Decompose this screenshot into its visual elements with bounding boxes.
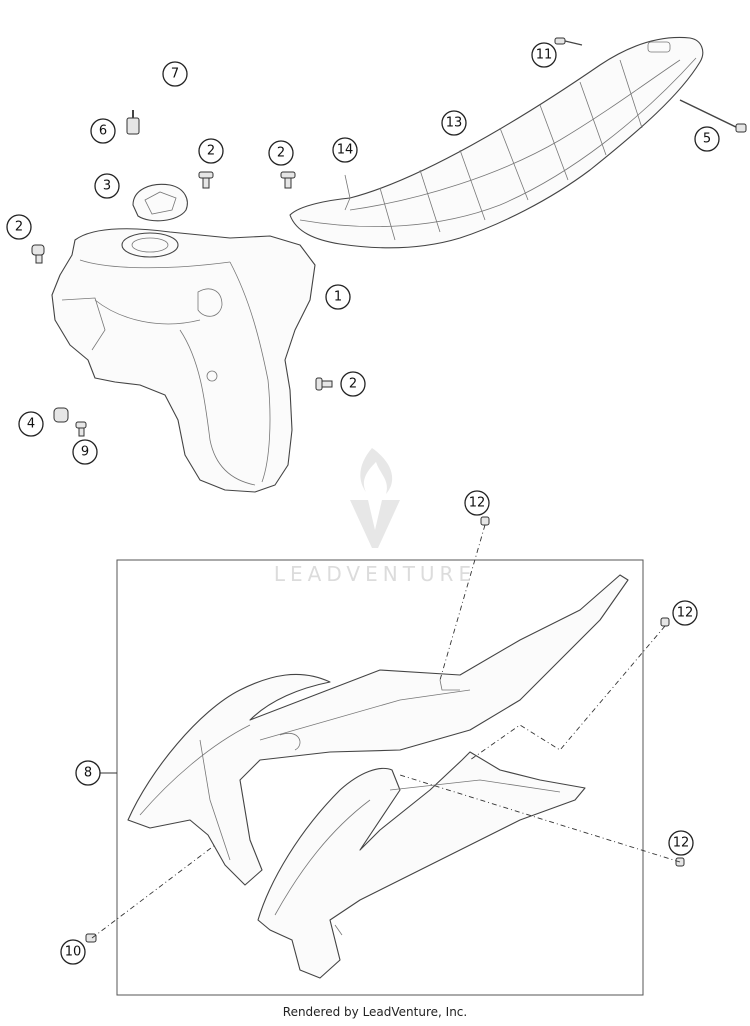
leader-12-top bbox=[439, 524, 486, 681]
seat bbox=[289, 36, 704, 249]
svg-text:12: 12 bbox=[469, 496, 486, 511]
panel-screw-bottom bbox=[85, 933, 97, 943]
callout-6[interactable]: 6 bbox=[90, 118, 116, 144]
vent-valve bbox=[126, 110, 140, 135]
svg-text:2: 2 bbox=[207, 144, 215, 159]
watermark-logo bbox=[350, 448, 400, 548]
svg-text:14: 14 bbox=[337, 143, 354, 158]
callout-5[interactable]: 5 bbox=[694, 126, 720, 152]
svg-text:11: 11 bbox=[536, 48, 553, 63]
callout-2[interactable]: 2 bbox=[268, 140, 294, 166]
svg-text:8: 8 bbox=[84, 766, 92, 781]
leader-10 bbox=[91, 844, 216, 939]
callout-13[interactable]: 13 bbox=[441, 110, 467, 136]
callout-2[interactable]: 2 bbox=[6, 214, 32, 240]
svg-text:6: 6 bbox=[99, 124, 107, 139]
fuel-cap bbox=[132, 183, 188, 222]
screw-9 bbox=[75, 421, 87, 437]
callout-11[interactable]: 11 bbox=[531, 42, 557, 68]
callout-12[interactable]: 12 bbox=[668, 830, 694, 856]
callout-10[interactable]: 10 bbox=[60, 939, 86, 965]
svg-text:4: 4 bbox=[27, 417, 35, 432]
callout-9[interactable]: 9 bbox=[72, 439, 98, 465]
rubber-damper bbox=[53, 407, 69, 423]
seat-bolt-rear bbox=[679, 99, 747, 133]
svg-text:9: 9 bbox=[81, 445, 89, 460]
leader-12-bottom bbox=[399, 774, 681, 863]
footer-credit: Rendered by LeadVenture, Inc. bbox=[282, 1005, 468, 1019]
fuel-tank bbox=[51, 228, 316, 493]
callout-12[interactable]: 12 bbox=[464, 490, 490, 516]
callout-12[interactable]: 12 bbox=[672, 600, 698, 626]
svg-text:2: 2 bbox=[349, 377, 357, 392]
svg-text:13: 13 bbox=[446, 116, 463, 131]
vent-hose bbox=[131, 46, 211, 113]
panel-screw-right-top bbox=[660, 617, 670, 627]
side-panel-right bbox=[257, 751, 586, 979]
screw-left bbox=[31, 244, 45, 264]
svg-text:5: 5 bbox=[703, 132, 711, 147]
svg-text:2: 2 bbox=[15, 220, 23, 235]
svg-text:2: 2 bbox=[277, 146, 285, 161]
callout-7[interactable]: 7 bbox=[162, 61, 188, 87]
screw-top-1 bbox=[198, 171, 214, 189]
callout-1[interactable]: 1 bbox=[325, 284, 351, 310]
callout-4[interactable]: 4 bbox=[18, 411, 44, 437]
callout-8[interactable]: 8 bbox=[75, 760, 101, 786]
svg-text:12: 12 bbox=[673, 836, 690, 851]
svg-text:10: 10 bbox=[65, 945, 82, 960]
svg-text:12: 12 bbox=[677, 606, 694, 621]
leader-12-right bbox=[469, 625, 666, 761]
side-panel-left bbox=[127, 574, 629, 886]
screw-top-2 bbox=[280, 171, 296, 189]
panel-screw-top bbox=[480, 516, 490, 526]
svg-text:7: 7 bbox=[171, 67, 179, 82]
watermark-text: LEADVENTURE bbox=[273, 562, 477, 586]
callout-2[interactable]: 2 bbox=[198, 138, 224, 164]
seat-screw-front bbox=[554, 37, 583, 46]
screw-right bbox=[315, 377, 333, 391]
callout-14[interactable]: 14 bbox=[332, 137, 358, 163]
svg-text:3: 3 bbox=[103, 179, 111, 194]
callout-2[interactable]: 2 bbox=[340, 371, 366, 397]
assembly-box bbox=[116, 559, 644, 996]
svg-text:1: 1 bbox=[334, 290, 342, 305]
callout-3[interactable]: 3 bbox=[94, 173, 120, 199]
